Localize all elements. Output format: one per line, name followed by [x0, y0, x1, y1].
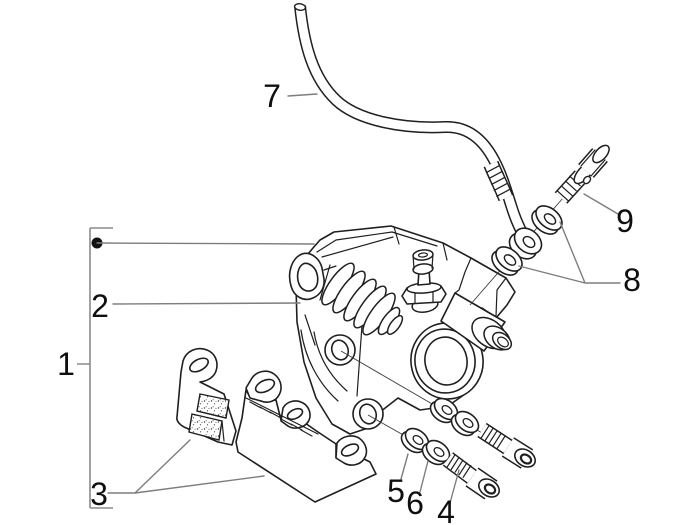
caliper-body-drawing [288, 225, 516, 435]
piston [424, 336, 468, 386]
banjo-bolt-threads [557, 175, 581, 202]
caliper-ear-slot [296, 262, 319, 292]
callout-2-label: 2 [91, 288, 109, 324]
slide-pin-boot [321, 262, 404, 336]
mount-bolts-drawing [442, 422, 537, 500]
bleed-valve [401, 249, 447, 314]
leader-4 [449, 469, 460, 504]
sealing-washers-drawing [491, 205, 563, 276]
leader-6 [419, 460, 429, 493]
bracket-tab-slot [340, 443, 360, 457]
caliper-mount-hole [358, 403, 378, 425]
banjo-bolt-cross-hole [582, 175, 592, 185]
brake-hose-drawing [293, 3, 543, 260]
leader-3 [107, 439, 265, 494]
callout-8-label: 8 [623, 262, 641, 298]
hose-end-cap [293, 3, 307, 11]
banjo-bolt-head [592, 144, 610, 164]
callout-1-label: 1 [57, 346, 75, 382]
callout-bracket-item-1 [77, 227, 315, 509]
banjo-bolt-drawing [554, 144, 610, 204]
callout-5-label: 5 [387, 473, 405, 509]
leader-5 [400, 453, 409, 480]
mount-washers-drawing [400, 397, 480, 466]
leader-8 [518, 221, 621, 284]
caliper-mount-hole [330, 339, 350, 361]
bolt-socket [483, 483, 497, 495]
leader-lines [107, 93, 621, 504]
bracket-tab-slot [286, 407, 304, 421]
brake-pads-and-bracket-drawing [176, 347, 377, 503]
bolt-threads [446, 454, 472, 478]
leader-2 [112, 302, 301, 305]
callout-3-label: 3 [90, 476, 108, 512]
leader-9 [583, 193, 619, 215]
bolt-socket [519, 453, 533, 465]
leader-7 [287, 93, 318, 97]
callout-7-label: 7 [263, 78, 281, 114]
callout-4-label: 4 [437, 494, 455, 525]
callout-9-label: 9 [616, 203, 634, 239]
pad-friction-material [188, 413, 223, 441]
callout-6-label: 6 [406, 485, 424, 521]
bolt-threads [480, 425, 506, 449]
hose-inner [295, 5, 530, 242]
hose-sleeve-ribs [486, 165, 510, 197]
callout-labels: 1 2 3 4 5 6 7 8 9 [57, 78, 641, 525]
bracket-tab-slot [254, 378, 276, 394]
hose-fitting-boss [440, 292, 513, 352]
pad-tab-slot [189, 357, 209, 373]
